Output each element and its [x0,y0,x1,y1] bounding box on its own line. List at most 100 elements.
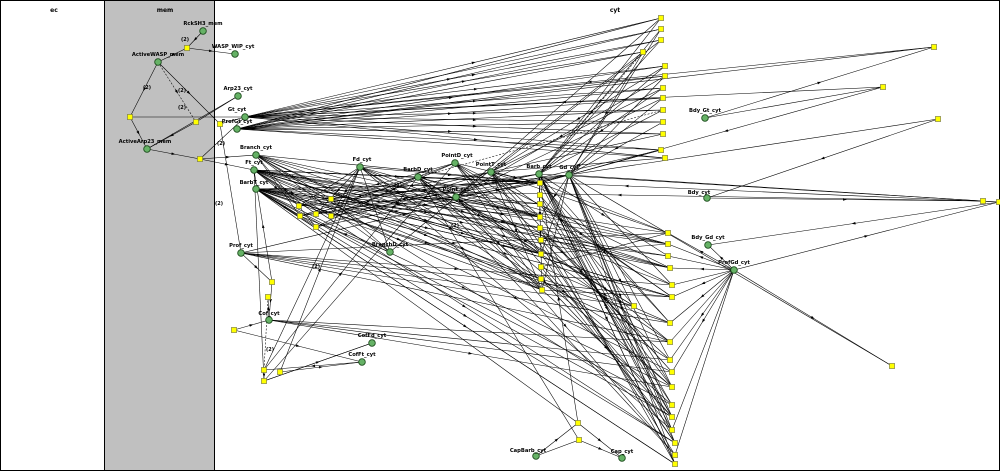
edge-arrowhead [395,210,400,213]
edge-arrowhead [553,193,557,198]
edge-line [236,128,662,151]
reaction-node [297,213,303,219]
edge-line [667,255,735,271]
edge-line [253,169,671,269]
edge-line [539,227,676,465]
edge-line [490,171,541,218]
reaction-node [658,15,664,21]
edge-arrowhead [409,183,414,187]
edge-arrowhead [558,134,563,138]
edge-arrowhead [423,176,428,180]
edge-arrowhead [262,224,265,229]
reaction-node [538,251,544,257]
species-node-wasp-wip-cyt [231,50,239,58]
species-node-profgd-cyt [730,266,738,274]
reaction-node [672,461,678,467]
edge-line [455,196,542,255]
edge-arrowhead [495,206,500,210]
reaction-node [660,119,666,125]
reaction-node [328,213,334,219]
edge-arrowhead [283,188,288,193]
edge-arrowhead [432,193,437,197]
stoichiometry-label: (2) [312,264,320,270]
edge-line [244,75,666,118]
edge-arrowhead [620,306,623,311]
reaction-node [658,37,664,43]
edge-arrowhead [502,244,507,247]
edge-arrowhead [601,212,606,217]
reaction-node [269,279,275,285]
edge-line [244,116,666,159]
species-node-cap-cyt [618,454,626,462]
edge-arrowhead [468,351,473,355]
reaction-node [662,73,668,79]
species-node-branch-cyt [252,151,260,159]
species-label: Cof_cyt [258,311,280,317]
edge-arrowhead [447,173,452,177]
edge-arrowhead [424,196,429,200]
edge-arrowhead [513,175,518,179]
edge-arrowhead [344,189,348,194]
edge-arrowhead [602,250,607,255]
edge-arrowhead [603,248,608,252]
edge-arrowhead [460,209,465,213]
edge-arrowhead [315,361,320,364]
species-node-cofft-cyt [358,358,366,366]
species-label: Barb_cyt [526,164,552,170]
edge-arrowhead [262,373,266,378]
edge-arrowhead [699,250,704,254]
edge-arrowhead [864,235,869,238]
edge-arrowhead [463,313,468,318]
edge-arrowhead [699,256,704,259]
edge-arrowhead [503,252,508,255]
reaction-node [658,26,664,32]
reaction-node [537,225,543,231]
edge-line [455,196,635,307]
edge-arrowhead [496,241,501,245]
edge-arrowhead [501,220,506,224]
edge-arrowhead [724,129,729,132]
edge-arrowhead [618,278,622,283]
edge-arrowhead [473,138,478,141]
edge-line [263,296,269,371]
edge-line [244,17,662,118]
edge-arrowhead [459,220,464,224]
edge-arrowhead [394,175,399,178]
edge-line [540,239,676,456]
reaction-node [667,320,673,326]
edge-line [671,269,735,286]
edge-arrowhead [701,318,706,323]
edge-arrowhead [447,190,452,193]
edge-arrowhead [539,229,542,234]
reaction-node [538,264,544,270]
edge-arrowhead [225,155,230,159]
edge-arrowhead [597,438,602,442]
species-node-fd-cyt [356,163,364,171]
edge-arrowhead [495,189,500,192]
edge-arrowhead [460,246,465,250]
reaction-node [667,265,673,271]
edge-arrowhead [174,89,179,94]
edge-arrowhead [269,298,272,303]
species-label: CofFt_cyt [348,352,376,358]
species-node-barbd-cyt [414,173,422,181]
edge-arrowhead [336,188,341,192]
edge-arrowhead [599,128,604,133]
reaction-node [575,420,581,426]
edge-arrowhead [471,73,476,77]
reaction-node [537,201,543,207]
edge-arrowhead [423,188,428,192]
edge-line [568,174,671,361]
species-node-arp23-cyt [234,92,242,100]
edge-arrowhead [579,269,583,274]
edge-line [263,166,361,371]
species-label: Gt_cyt [228,107,247,113]
species-node-coffd-cyt [368,339,376,347]
species-label: Gd_cyt [559,165,579,171]
edge-arrowhead [318,365,323,369]
edge-arrowhead [559,218,564,222]
edge-arrowhead [523,239,528,243]
edge-arrowhead [423,203,428,206]
species-label: PointD_cyt [441,153,473,159]
